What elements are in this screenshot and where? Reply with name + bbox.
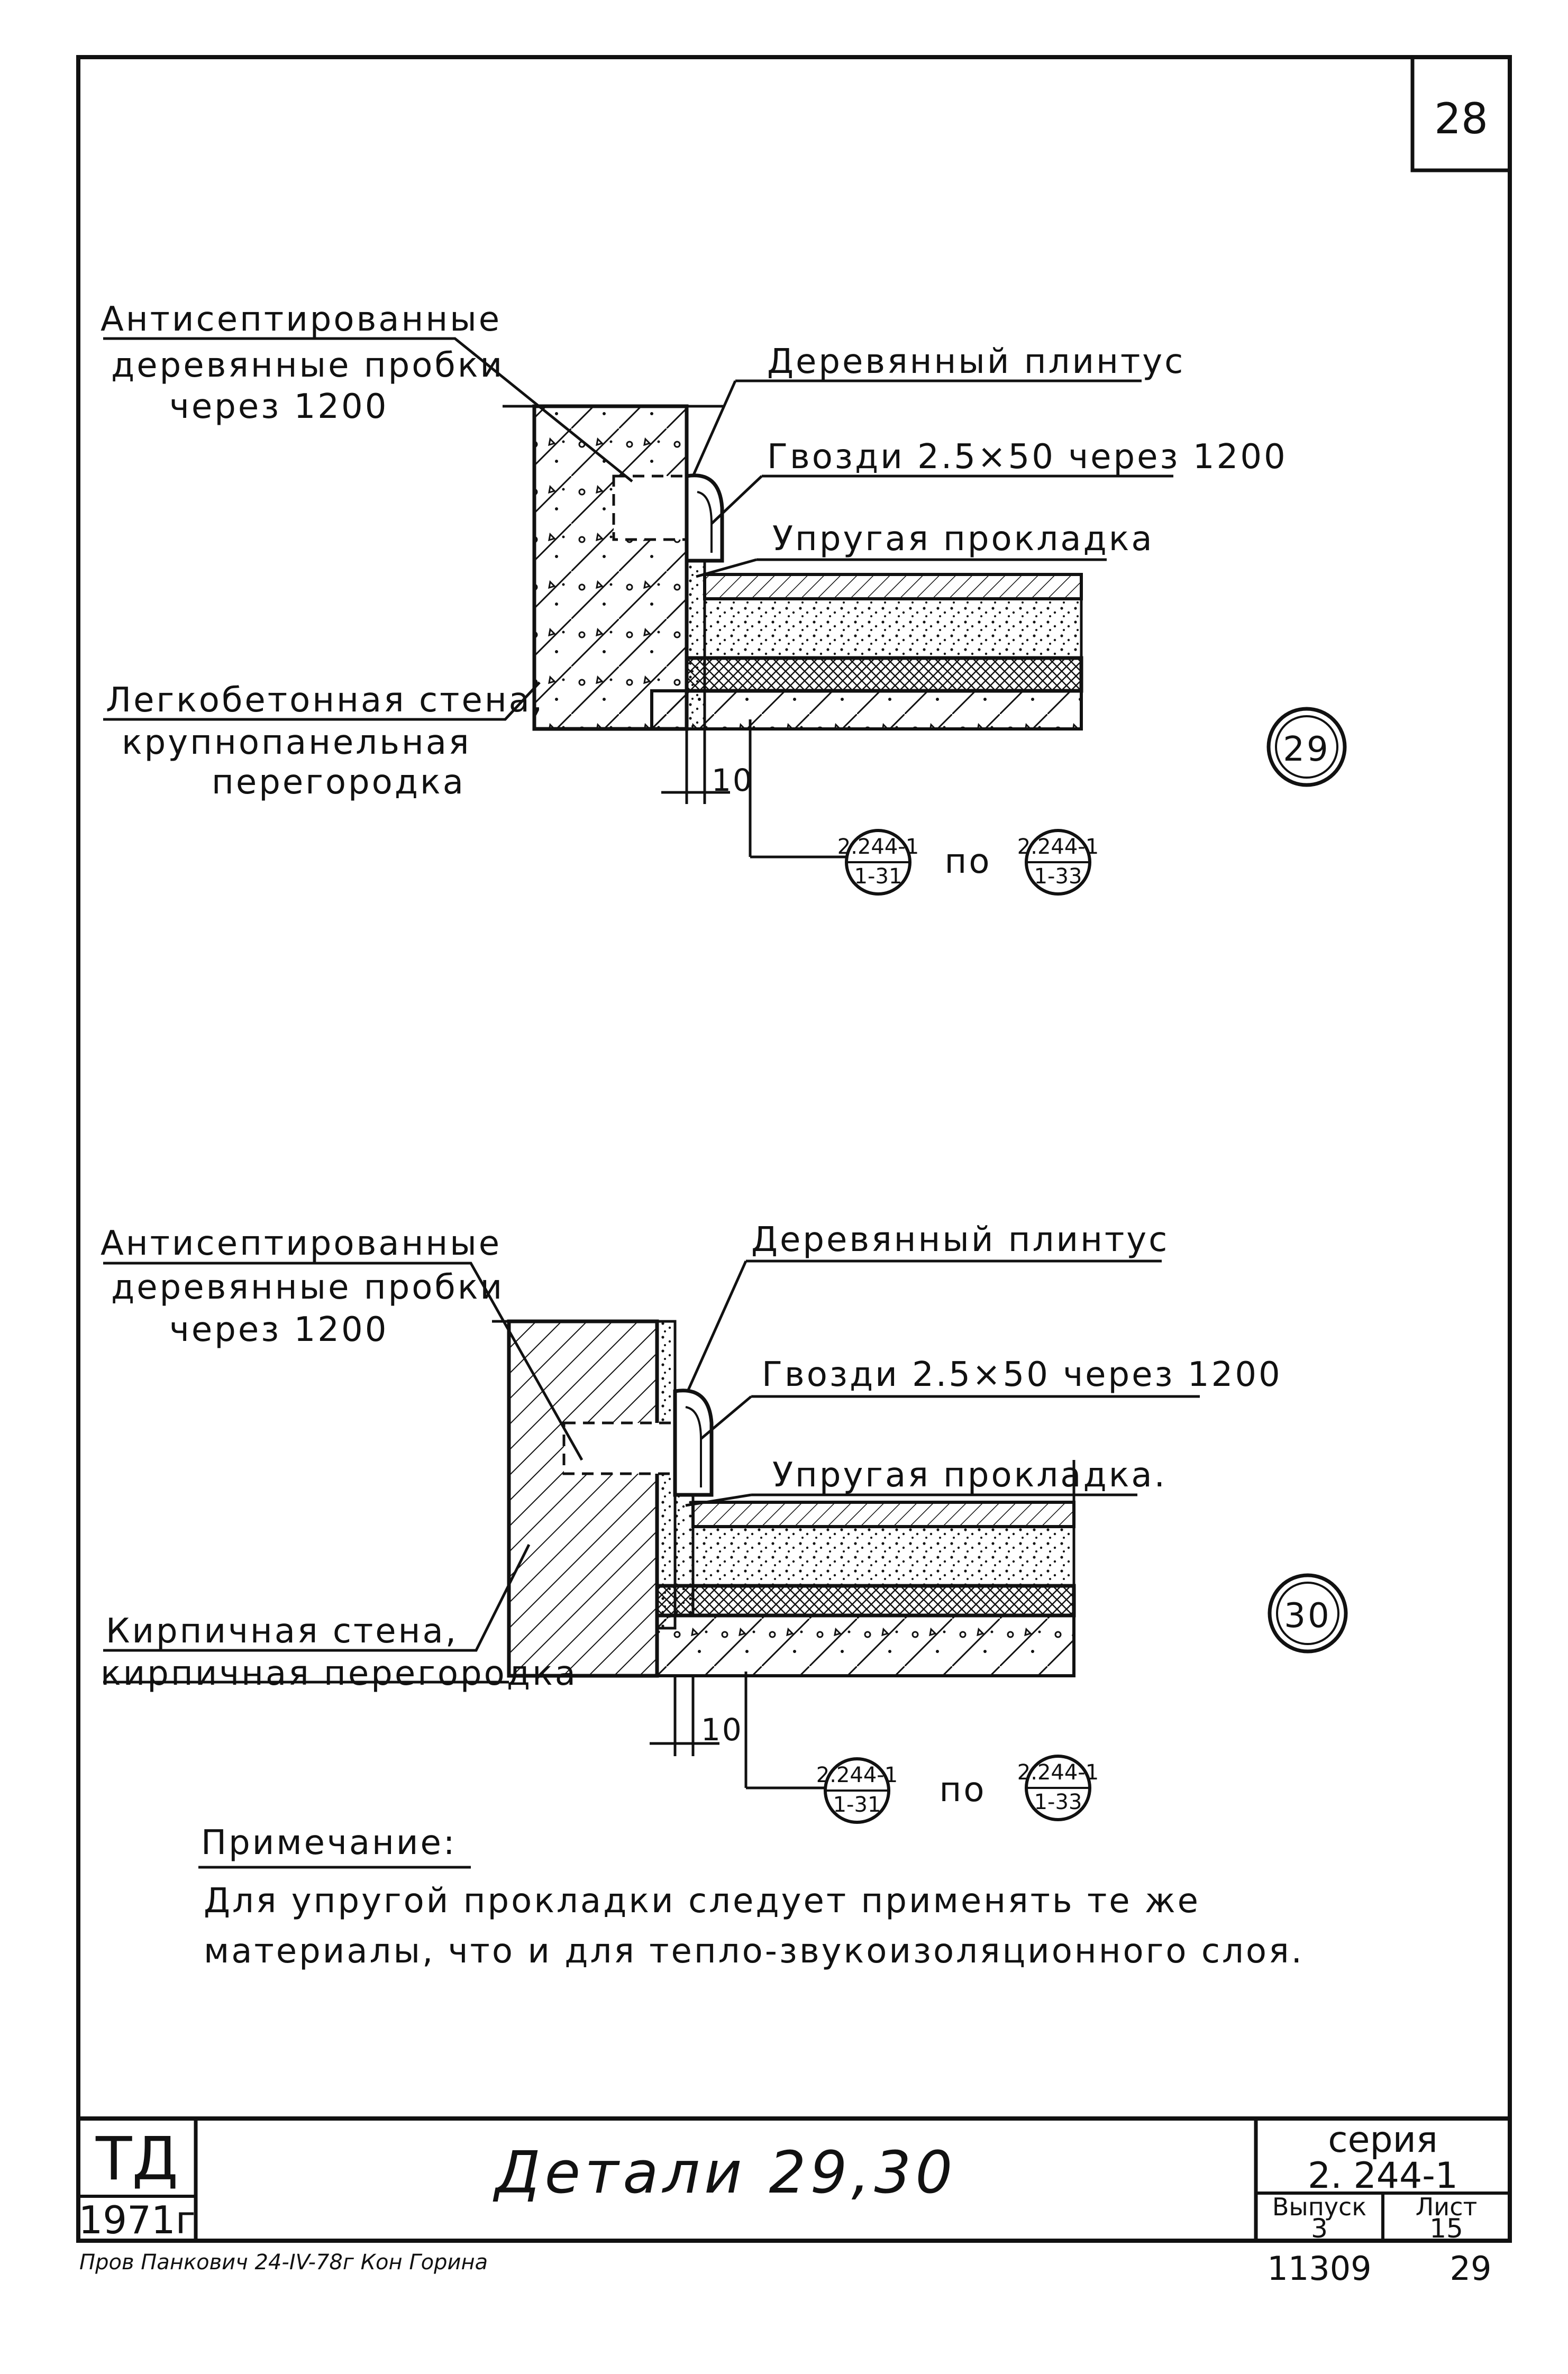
svg-text:2.244-1: 2.244-1 [1017, 835, 1099, 859]
label-plugs-30-l3: через 1200 [169, 1310, 388, 1349]
note-heading: Примечание: [201, 1823, 457, 1862]
signature: Пров Панкович 24-IV-78г Кон Горина [79, 2250, 488, 2275]
lightweight-concrete-wall [532, 404, 689, 731]
label-nails-30: Гвозди 2.5×50 через 1200 [762, 1355, 1282, 1394]
svg-text:2.244-1: 2.244-1 [837, 835, 919, 859]
sheet-label: Лист [1416, 2193, 1478, 2221]
reference-from-29: 2.244-1 1-31 [837, 829, 919, 896]
label-plugs-29-l3: через 1200 [169, 387, 388, 426]
label-wall-29-l1: Легкобетонная стена, [106, 681, 544, 720]
detail-29: 29 2.244-1 1-31 по 2.244-1 1-33 Антисепт… [101, 300, 1347, 896]
sheet-value: 15 [1429, 2213, 1463, 2244]
reference-to-29: 2.244-1 1-33 [1017, 829, 1099, 896]
floor-slab [650, 689, 1083, 731]
insulation-layer [685, 656, 1083, 693]
wooden-skirting [685, 473, 724, 563]
label-plugs-30-l1: Антисептированные [101, 1224, 502, 1263]
reference-to-30: 2.244-1 1-33 [1017, 1755, 1099, 1821]
detail-30: 30 2.244-1 1-31 по 2.244-1 1-33 Антисепт… [101, 1220, 1348, 1824]
wooden-skirting-30 [673, 1389, 714, 1497]
sheet-index: 29 [1450, 2249, 1492, 2288]
detail-30-marker [1268, 1573, 1348, 1654]
detail-29-number: 29 [1283, 730, 1330, 769]
svg-text:1-31: 1-31 [833, 1793, 881, 1817]
wooden-plug [612, 474, 700, 541]
dimension-29: 10 [712, 762, 754, 798]
screed-layer-30 [691, 1525, 1075, 1587]
detail-30-number: 30 [1284, 1596, 1331, 1636]
floor-finish [703, 573, 1083, 600]
label-wall-30-l2: кирпичная перегородка [101, 1654, 578, 1693]
series-value: 2. 244-1 [1308, 2155, 1458, 2197]
svg-text:1-31: 1-31 [854, 864, 902, 889]
label-plugs-29-l1: Антисептированные [101, 300, 502, 339]
screed-layer [703, 597, 1083, 660]
svg-text:2.244-1: 2.244-1 [1017, 1760, 1099, 1785]
floor-finish-30 [691, 1501, 1075, 1528]
stamp-top: ТД [95, 2125, 178, 2194]
sheet-frame [76, 55, 1512, 2243]
stamp-year: 1971г [78, 2198, 195, 2242]
label-pad-30: Упругая прокладка. [772, 1456, 1167, 1495]
ref-conn-29: по [945, 842, 992, 881]
label-skirting-30: Деревянный плинтус [751, 1220, 1169, 1259]
label-wall-29-l3: перегородка [212, 763, 466, 802]
inventory-number: 11309 [1267, 2249, 1371, 2288]
label-wall-29-l2: крупнопанельная [122, 723, 471, 762]
label-plugs-29-l2: деревянные пробки [111, 346, 504, 385]
label-plugs-30-l2: деревянные пробки [111, 1268, 504, 1307]
floor-slab-30 [655, 1614, 1075, 1677]
dimension-30: 10 [701, 1712, 743, 1748]
sheet-title: Детали 29,30 [493, 2139, 957, 2206]
series-label: серия [1328, 2119, 1438, 2161]
svg-text:1-33: 1-33 [1034, 864, 1082, 889]
issue-label: Выпуск [1272, 2193, 1366, 2221]
label-nails-29: Гвозди 2.5×50 через 1200 [767, 437, 1288, 477]
ref-conn-30: по [940, 1770, 987, 1810]
svg-text:1-33: 1-33 [1034, 1790, 1082, 1814]
insulation-layer-30 [655, 1584, 1076, 1618]
detail-29-marker [1266, 707, 1347, 787]
svg-text:2.244-1: 2.244-1 [816, 1763, 898, 1787]
label-pad-29: Упругая прокладка [772, 519, 1154, 559]
note-line-2: материалы, что и для тепло-звукоизоляцио… [204, 1932, 1304, 1971]
reference-from-30: 2.244-1 1-31 [816, 1757, 898, 1824]
brick-wall [507, 1319, 659, 1678]
issue-value: 3 [1311, 2213, 1328, 2244]
note-line-1: Для упругой прокладки следует применять … [204, 1882, 1200, 1921]
label-wall-30-l1: Кирпичная стена, [106, 1612, 458, 1651]
note-block: Примечание: Для упругой прокладки следуе… [198, 1823, 1304, 1971]
label-skirting-29: Деревянный плинтус [767, 342, 1185, 381]
page-number: 28 [1434, 94, 1488, 143]
